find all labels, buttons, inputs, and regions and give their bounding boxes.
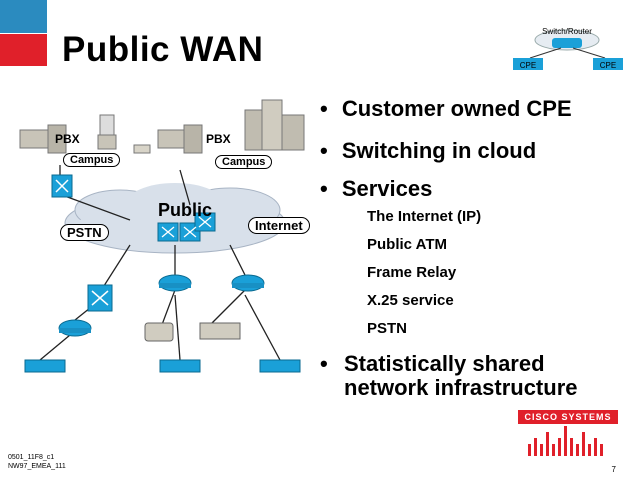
telephone-icon bbox=[144, 322, 174, 342]
footer-code: 0501_11F8_c1 NW97_EMEA_111 bbox=[8, 453, 66, 471]
bullet-text: Statistically shared network infrastruct… bbox=[344, 351, 578, 400]
slide-title: Public WAN bbox=[62, 30, 264, 69]
router-icon bbox=[552, 38, 582, 48]
router-right-icon bbox=[231, 274, 265, 292]
lan-switch-left-icon bbox=[24, 359, 66, 373]
bullet-text: Services bbox=[341, 176, 433, 201]
bullet-statistically-shared: • Statistically shared network infrastru… bbox=[320, 352, 620, 400]
cpe-right-label: CPE bbox=[600, 61, 616, 70]
router-bottom-left-icon bbox=[58, 319, 92, 337]
cisco-systems-logo: CISCO SYSTEMS bbox=[518, 410, 618, 458]
bullet-dot-icon: • bbox=[320, 138, 328, 163]
public-wan-diagram: PBX PBX Public bbox=[19, 99, 305, 373]
atm-switch-cloud-icon bbox=[157, 212, 216, 242]
switch-router-label: Switch/Router bbox=[542, 27, 592, 36]
campus-right-label: Campus bbox=[222, 156, 266, 168]
lan-switch-center-icon bbox=[159, 359, 201, 373]
campus-left-building-icon bbox=[19, 114, 117, 154]
pbx-left-label: PBX bbox=[55, 132, 80, 146]
lan-switch-right-icon bbox=[259, 359, 301, 373]
internet-tag: Internet bbox=[248, 217, 310, 234]
public-cloud-label: Public bbox=[158, 200, 212, 220]
service-public-atm: Public ATM bbox=[367, 236, 447, 253]
cpe-right-icon bbox=[593, 58, 623, 70]
bullet-customer-owned-cpe: • Customer owned CPE bbox=[320, 96, 572, 122]
page-number: 7 bbox=[611, 465, 616, 474]
service-pstn: PSTN bbox=[367, 320, 408, 337]
switch-router-cpe-diagram: Switch/Router CPE CPE bbox=[513, 27, 623, 70]
phone-icon bbox=[133, 144, 151, 154]
cisco-logo-text: CISCO SYSTEMS bbox=[518, 410, 618, 424]
router-center-icon bbox=[158, 274, 192, 292]
campus-left-label: Campus bbox=[70, 154, 114, 166]
footer-line-1: 0501_11F8_c1 bbox=[8, 454, 55, 461]
cpe-left-icon bbox=[513, 58, 543, 70]
service-x25: X.25 service bbox=[367, 292, 454, 309]
internet-label: Internet bbox=[255, 218, 303, 233]
cpe-left-label: CPE bbox=[520, 61, 536, 70]
bullet-text: Switching in cloud bbox=[341, 138, 537, 163]
service-internet-ip: The Internet (IP) bbox=[367, 208, 482, 225]
cisco-bridge-bars-icon bbox=[528, 426, 603, 456]
pstn-tag: PSTN bbox=[60, 224, 109, 241]
cpe-link-right bbox=[572, 47, 606, 59]
bullet-services: • Services bbox=[320, 176, 432, 202]
bullet-dot-icon: • bbox=[320, 176, 328, 201]
campus-right-building-icon bbox=[157, 99, 305, 154]
service-frame-relay: Frame Relay bbox=[367, 264, 457, 281]
frad-device-icon bbox=[199, 322, 241, 340]
pbx-right-label: PBX bbox=[206, 132, 231, 146]
bullet-dot-icon: • bbox=[320, 96, 328, 121]
atm-switch-left-icon bbox=[51, 174, 73, 198]
campus-right-tag: Campus bbox=[215, 155, 273, 169]
pstn-label: PSTN bbox=[67, 225, 102, 240]
bullet-text: Customer owned CPE bbox=[341, 96, 572, 121]
atm-switch-bottom-icon bbox=[87, 284, 113, 312]
cpe-link-left bbox=[529, 47, 562, 59]
campus-left-tag: Campus bbox=[63, 153, 121, 167]
accent-block-blue bbox=[0, 0, 47, 33]
accent-block-red bbox=[0, 34, 47, 66]
footer-line-2: NW97_EMEA_111 bbox=[8, 463, 66, 470]
bullet-switching-in-cloud: • Switching in cloud bbox=[320, 138, 536, 164]
bullet-dot-icon: • bbox=[320, 351, 328, 376]
